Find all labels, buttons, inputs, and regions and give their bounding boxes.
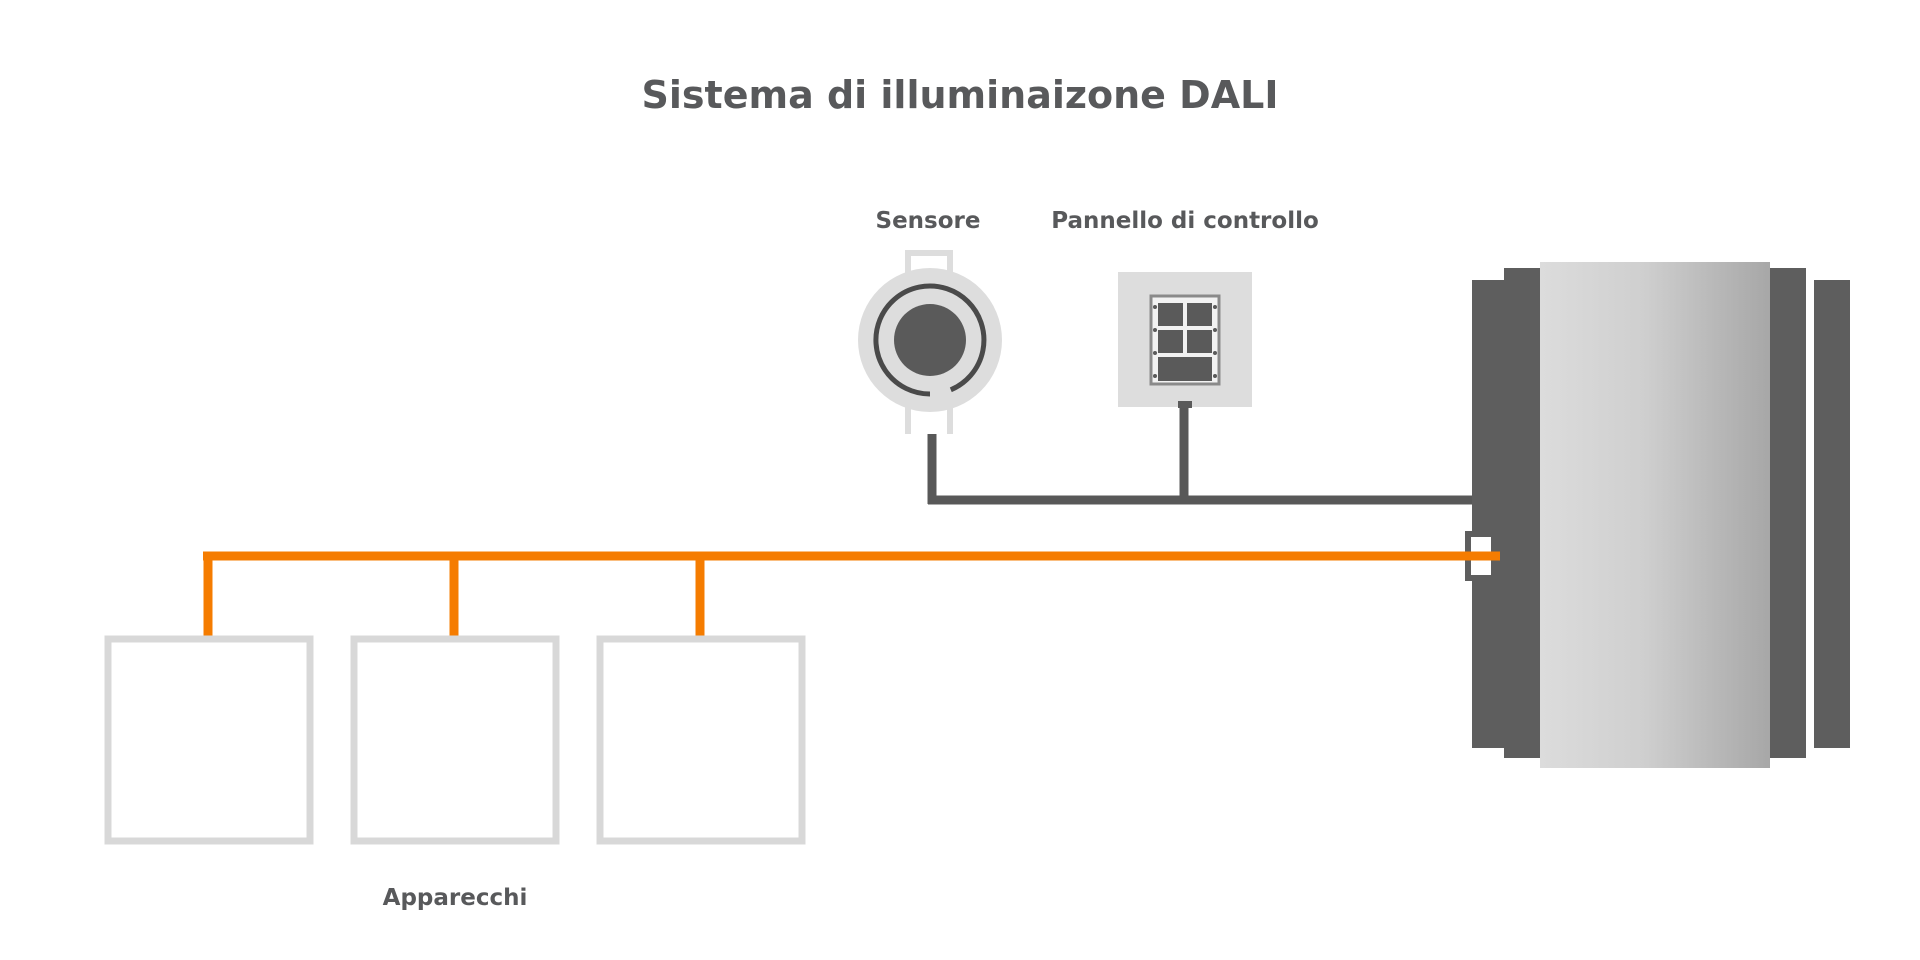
luminaire-box-3[interactable] — [596, 635, 806, 845]
sensor-lens — [894, 304, 966, 376]
dali-bus-wire-group — [203, 551, 1484, 642]
luminaire-box-1[interactable] — [104, 635, 314, 845]
control-panel-screw-1 — [1153, 305, 1157, 309]
sensor-icon[interactable] — [858, 250, 1002, 434]
control-panel-button-1[interactable] — [1158, 303, 1183, 326]
cabinet-face-panel — [1540, 262, 1770, 768]
control-panel-button-4[interactable] — [1187, 330, 1212, 353]
luminaires-label: Apparecchi — [383, 885, 528, 911]
control-panel-screw-6 — [1213, 328, 1217, 332]
control-panel-screw-5 — [1213, 305, 1217, 309]
control-panel-display — [1158, 357, 1212, 381]
cabinet-outer-right-bar — [1814, 280, 1850, 748]
controller-cabinet[interactable] — [1472, 262, 1850, 768]
control-panel-screw-2 — [1153, 328, 1157, 332]
control-panel-screw-7 — [1213, 351, 1217, 355]
control-panel-icon[interactable] — [1118, 272, 1252, 408]
control-panel-bottom-nub — [1178, 401, 1192, 408]
luminaire-box-2[interactable] — [350, 635, 560, 845]
luminaire-group — [104, 635, 806, 845]
cabinet-outer-left-bar — [1472, 280, 1504, 748]
control-panel-screw-3 — [1153, 351, 1157, 355]
control-panel-label: Pannello di controllo — [1051, 208, 1319, 234]
control-panel-screw-4 — [1153, 374, 1157, 378]
sensor-bottom-tab-inner — [911, 408, 947, 434]
control-bus-wire-group — [927, 404, 1482, 505]
cabinet-inner-right-bar — [1770, 268, 1806, 758]
cabinet-inner-left-bar — [1504, 268, 1540, 758]
control-panel-button-2[interactable] — [1187, 303, 1212, 326]
sensor-label: Sensore — [876, 208, 981, 234]
control-panel-button-3[interactable] — [1158, 330, 1183, 353]
sensor-ring — [873, 283, 987, 397]
dali-terminal-connector[interactable] — [1462, 531, 1500, 581]
page-title: Sistema di illuminaizone DALI — [642, 73, 1279, 117]
control-panel-screw-8 — [1213, 374, 1217, 378]
